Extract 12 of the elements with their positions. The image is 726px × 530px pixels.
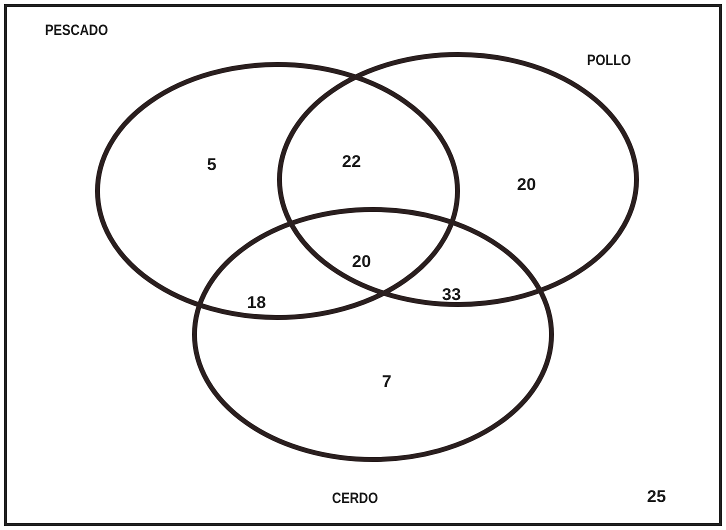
region-count: 18 bbox=[247, 293, 266, 313]
region-count: 20 bbox=[517, 175, 536, 195]
region-count: 25 bbox=[647, 487, 666, 507]
region-count: 33 bbox=[442, 285, 461, 305]
set-label: POLLO bbox=[587, 52, 631, 69]
set-label: PESCADO bbox=[45, 22, 108, 39]
set-label: CERDO bbox=[332, 490, 378, 507]
frame-box bbox=[4, 4, 722, 526]
region-count: 5 bbox=[207, 155, 216, 175]
region-count: 7 bbox=[382, 372, 392, 392]
region-count: 20 bbox=[352, 252, 371, 272]
region-count: 22 bbox=[342, 152, 361, 172]
